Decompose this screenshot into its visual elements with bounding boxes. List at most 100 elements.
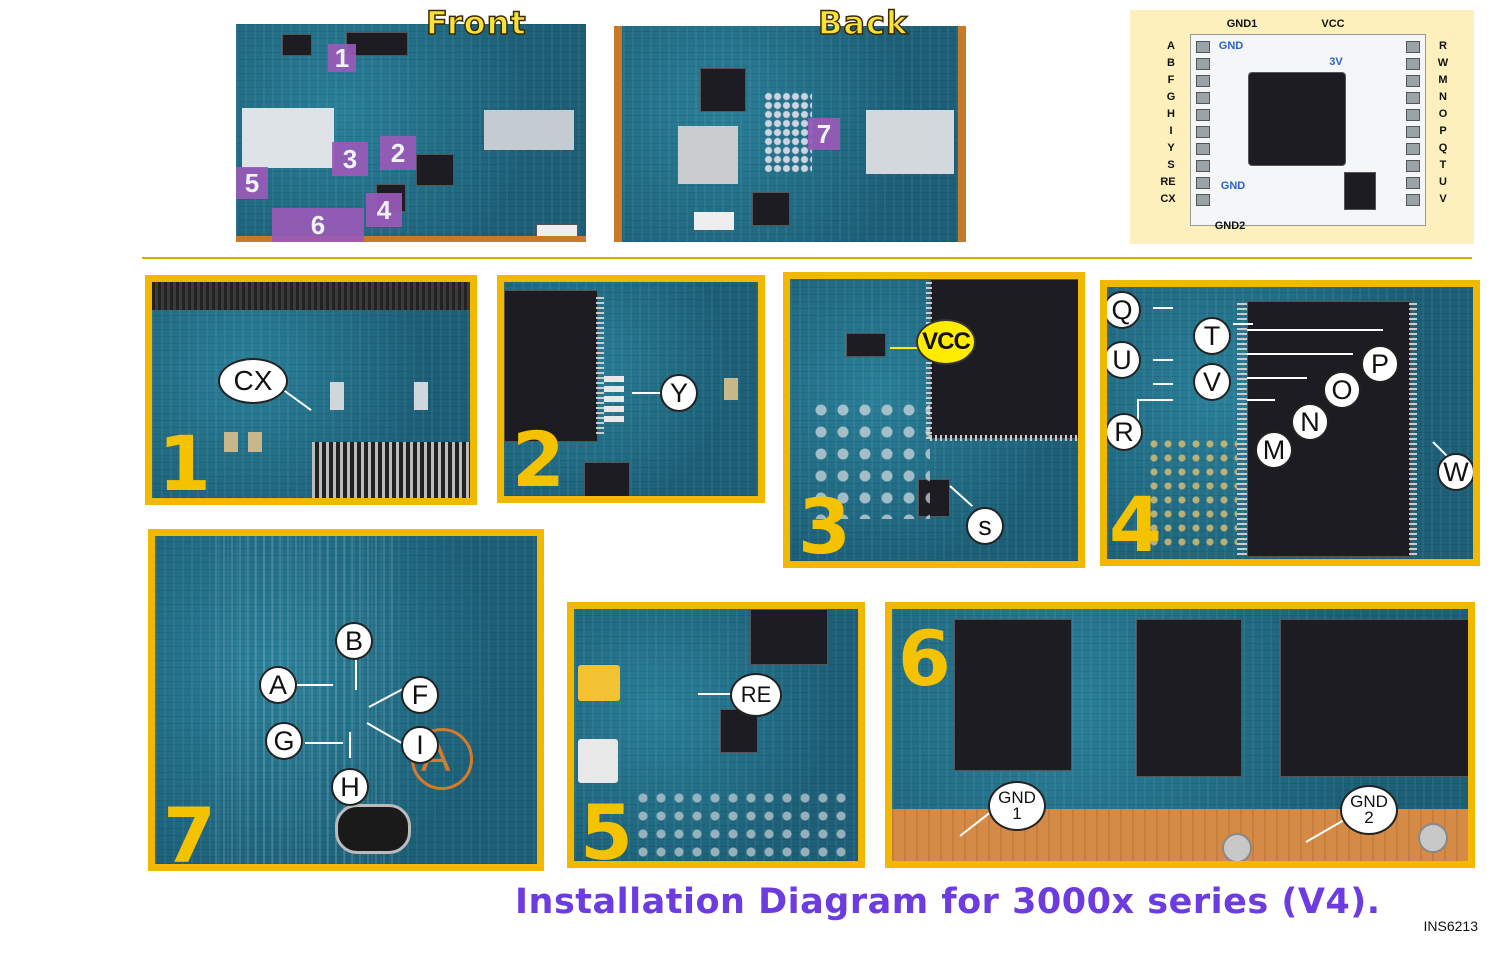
modchip-right-pad: [1406, 92, 1420, 104]
modchip-left-pad: [1196, 126, 1210, 138]
panel-7-h-label: H: [331, 768, 369, 806]
modchip-right-pin-label: P: [1436, 125, 1450, 137]
modchip-right-pin-label: R: [1436, 40, 1450, 52]
modchip-left-pad: [1196, 160, 1210, 172]
back-mark-7: 7: [808, 118, 840, 150]
modchip-left-pad: [1196, 109, 1210, 121]
modchip-right-pin-label: N: [1436, 91, 1450, 103]
front-mark-3: 3: [332, 142, 368, 176]
panel-3-s-label: s: [966, 507, 1004, 545]
modchip-left-pad: [1196, 41, 1210, 53]
panel-6-sony-chip: [954, 619, 1072, 771]
panel-5-re-label: RE: [730, 673, 782, 717]
diagram-caption: Installation Diagram for 3000x series (V…: [515, 882, 1381, 922]
modchip-left-pin-label: RE: [1158, 176, 1178, 188]
modchip-left-pad: [1196, 143, 1210, 155]
panel-2-number: 2: [512, 422, 565, 498]
panel-7: A 7 A B F G I H: [148, 529, 544, 871]
front-mark-5: 5: [236, 167, 268, 199]
panel-6-gnd1-num: 1: [1012, 806, 1021, 822]
modchip-right-pin-label: T: [1436, 159, 1450, 171]
panel-1: 1 CX: [145, 275, 477, 505]
panel-3-vcc-label: VCC: [916, 319, 976, 365]
modchip-right-pin-label: V: [1436, 193, 1450, 205]
modchip-right-pad: [1406, 143, 1420, 155]
modchip-right-pad: [1406, 58, 1420, 70]
modchip-right-pin-label: W: [1436, 57, 1450, 69]
panel-6-gnd2-num: 2: [1364, 810, 1373, 826]
modchip-right-pad: [1406, 160, 1420, 172]
modchip-right-pad: [1406, 126, 1420, 138]
panel-2-y-label: Y: [660, 374, 698, 412]
modchip-main-ic: [1248, 72, 1346, 166]
modchip-left-pad: [1196, 75, 1210, 87]
panel-4-q-label: Q: [1103, 291, 1141, 329]
modchip-left-pin-label: B: [1164, 57, 1178, 69]
modchip-left-pad: [1196, 92, 1210, 104]
panel-7-number: 7: [163, 798, 216, 871]
modchip-right-pad: [1406, 41, 1420, 53]
modchip-left-pin-label: A: [1164, 40, 1178, 52]
modchip-right-pin-label: O: [1436, 108, 1450, 120]
panel-4-m-label: M: [1255, 431, 1293, 469]
modchip-left-pin-label: H: [1164, 108, 1178, 120]
panel-6-number: 6: [898, 621, 951, 697]
panel-4-number: 4: [1109, 487, 1162, 563]
modchip-inner-3v: 3V: [1326, 56, 1346, 68]
panel-4: 4 Q T P U O V N R M W: [1100, 280, 1480, 566]
modchip-left-pad: [1196, 58, 1210, 70]
panel-6-gnd2-label: GND 2: [1340, 785, 1398, 835]
modchip-right-pad: [1406, 177, 1420, 189]
modchip-left-pin-label: CX: [1158, 193, 1178, 205]
doc-code: INS6213: [1424, 918, 1478, 934]
modchip-pinout: GND1 VCC GND2 GND 3V GND ABFGHIYS RE CX RW…: [1130, 10, 1474, 244]
front-mark-1: 1: [328, 44, 356, 72]
modchip-left-pin-label: F: [1164, 74, 1178, 86]
modchip-left-pad: [1196, 194, 1210, 206]
modchip-right-pad: [1406, 194, 1420, 206]
panel-4-u-label: U: [1103, 341, 1141, 379]
modchip-left-pin-label: G: [1164, 91, 1178, 103]
back-board-photo: [614, 26, 966, 242]
panel-4-t-label: T: [1193, 317, 1231, 355]
modchip-right-pin-label: U: [1436, 176, 1450, 188]
panel-4-o-label: O: [1323, 371, 1361, 409]
front-title: Front: [426, 4, 527, 42]
panel-5: 5 RE: [567, 602, 865, 868]
modchip-left-pin-label: S: [1164, 159, 1178, 171]
panel-7-g-label: G: [265, 722, 303, 760]
modchip-right-pin-label: Q: [1436, 142, 1450, 154]
panel-1-cx-label: CX: [218, 358, 288, 404]
back-title: Back: [818, 4, 908, 42]
panel-2: 2 Y: [497, 275, 765, 503]
panel-4-p-label: P: [1361, 345, 1399, 383]
panel-6: 6 GND 1 GND 2: [885, 602, 1475, 868]
modchip-vcc-label: VCC: [1316, 18, 1350, 30]
panel-7-a-label: A: [259, 666, 297, 704]
modchip-inner-gnd-bottom: GND: [1218, 180, 1248, 192]
modchip-gnd2-label: GND2: [1210, 220, 1250, 232]
modchip-right-pad: [1406, 75, 1420, 87]
panel-5-number: 5: [580, 795, 633, 868]
panel-7-i-label: I: [401, 726, 439, 764]
front-mark-4: 4: [366, 193, 402, 227]
front-mark-6: 6: [272, 208, 364, 242]
modchip-inner-gnd-top: GND: [1216, 40, 1246, 52]
panel-4-v-label: V: [1193, 363, 1231, 401]
modchip-left-pin-label: Y: [1164, 142, 1178, 154]
panel-3-number: 3: [798, 489, 851, 565]
section-divider: [142, 257, 1472, 259]
modchip-left-pin-label: I: [1164, 125, 1178, 137]
panel-6-gnd1-label: GND 1: [988, 781, 1046, 831]
modchip-small-ic: [1344, 172, 1376, 210]
panel-7-f-label: F: [401, 676, 439, 714]
modchip-right-pin-label: M: [1436, 74, 1450, 86]
panel-4-w-label: W: [1437, 453, 1475, 491]
modchip-left-pad: [1196, 177, 1210, 189]
modchip-right-pad: [1406, 109, 1420, 121]
modchip-gnd1-label: GND1: [1222, 18, 1262, 30]
panel-4-r-label: R: [1105, 413, 1143, 451]
panel-4-n-label: N: [1291, 403, 1329, 441]
panel-3: 3 VCC s: [783, 272, 1085, 568]
panel-7-b-label: B: [335, 622, 373, 660]
